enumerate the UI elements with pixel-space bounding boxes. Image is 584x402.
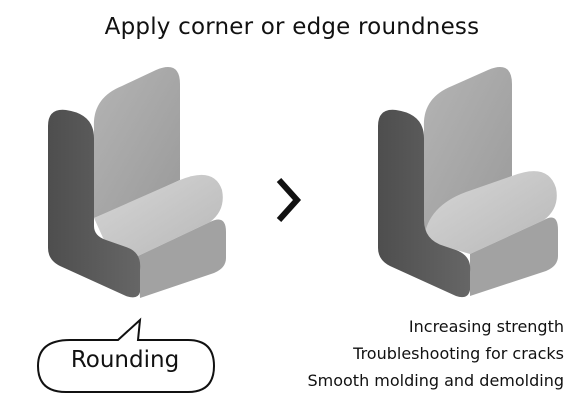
callout-bubble: [36, 317, 216, 393]
l-block-after-inner-side: [423, 67, 512, 238]
l-block-before-inner-side: [93, 67, 180, 218]
l-block-after-foot-side: [470, 217, 558, 296]
benefit-item: Troubleshooting for cracks: [353, 344, 564, 363]
chevron-right-icon: [276, 177, 302, 223]
benefit-item: Increasing strength: [408, 317, 564, 336]
diagram-title: Apply corner or edge roundness: [104, 14, 480, 40]
l-block-before-foot-top: [94, 174, 223, 256]
l-block-after: [378, 67, 558, 298]
l-block-after-front-face: [378, 109, 471, 298]
l-block-before-front-face: [48, 109, 141, 298]
benefit-item: Smooth molding and demolding: [307, 371, 564, 390]
l-block-before-foot-side: [138, 219, 226, 298]
benefits-list: Increasing strength Troubleshooting for …: [307, 313, 564, 394]
l-block-after-foot-top: [424, 171, 557, 254]
callout-label: Rounding: [70, 347, 180, 373]
l-block-before: [48, 67, 226, 298]
